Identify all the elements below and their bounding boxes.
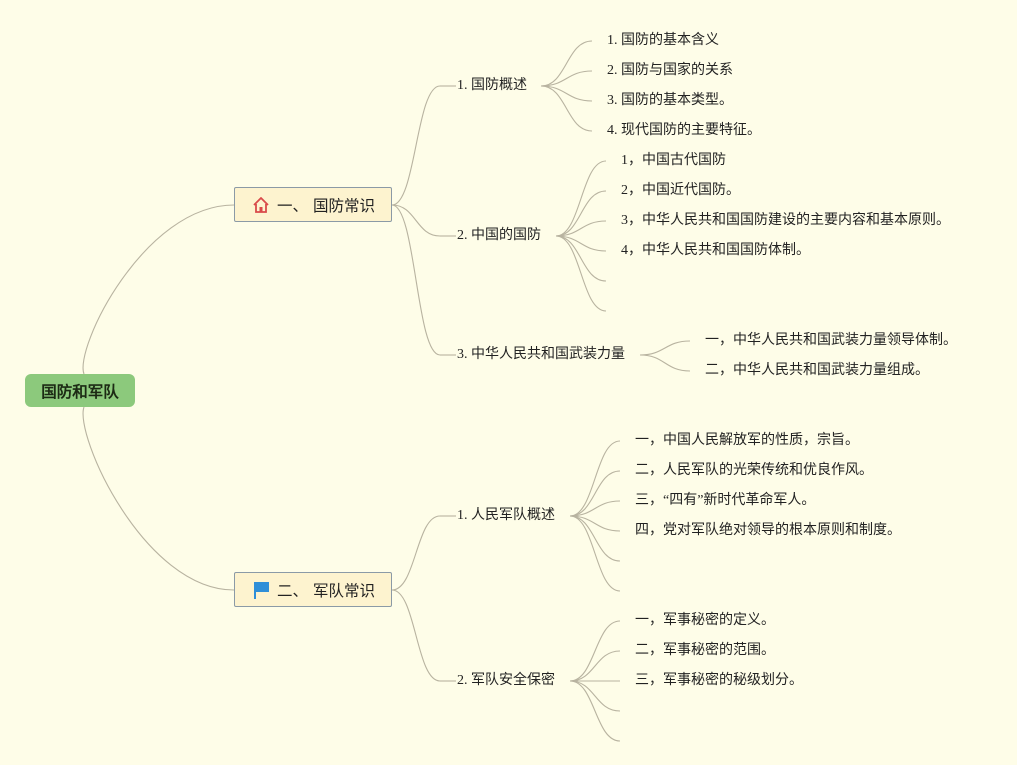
root-node[interactable]: 国防和军队: [25, 374, 135, 407]
leaf-item[interactable]: 二，中华人民共和国武装力量组成。: [705, 363, 929, 378]
connector-topic-leaf: [569, 650, 621, 682]
leaf-item[interactable]: 二，人民军队的光荣传统和优良作风。: [635, 463, 873, 478]
leaf-item[interactable]: 一，中华人民共和国武装力量领导体制。: [705, 333, 957, 348]
leaf-item[interactable]: 2，中国近代国防。: [621, 183, 740, 198]
branch-node-national-defense[interactable]: 一、 国防常识: [234, 187, 392, 222]
branch-label: 一、 国防常识: [277, 196, 375, 215]
connector-branch-topic: [391, 515, 441, 591]
home-icon: [251, 195, 271, 215]
leaf-item[interactable]: 4. 现代国防的主要特征。: [607, 123, 761, 138]
connector-topic-leaf: [569, 680, 621, 712]
leaf-item[interactable]: 一，中国人民解放军的性质，宗旨。: [635, 433, 859, 448]
topic-military-secrecy[interactable]: 2. 军队安全保密: [457, 673, 555, 688]
connector-topic-leaf: [555, 235, 607, 282]
connector-topic-leaf: [540, 85, 593, 132]
connector-topic-leaf: [569, 500, 621, 517]
topic-army-overview[interactable]: 1. 人民军队概述: [457, 508, 555, 523]
connector-topic-leaf: [639, 340, 691, 356]
connector-topic-leaf: [555, 235, 607, 312]
connector-topic-leaf: [569, 515, 621, 562]
leaf-item[interactable]: 三，军事秘密的秘级划分。: [635, 673, 803, 688]
branch-node-military[interactable]: 二、 军队常识: [234, 572, 392, 607]
connector-branch-topic: [391, 204, 441, 356]
connector-topic-leaf: [569, 620, 621, 682]
connector-topic-leaf: [569, 515, 621, 532]
connector-topic-leaf: [569, 470, 621, 517]
connector-topic-leaf: [540, 85, 593, 102]
connector-topic-leaf: [555, 235, 607, 252]
leaf-item[interactable]: 一，军事秘密的定义。: [635, 613, 775, 628]
leaf-item[interactable]: 四，党对军队绝对领导的根本原则和制度。: [635, 523, 901, 538]
leaf-item[interactable]: 4，中华人民共和国国防体制。: [621, 243, 810, 258]
leaf-item[interactable]: 二，军事秘密的范围。: [635, 643, 775, 658]
connector-topic-leaf: [555, 160, 607, 237]
connector-root-branch: [82, 204, 235, 375]
connector-topic-leaf: [555, 190, 607, 237]
leaf-item[interactable]: 3. 国防的基本类型。: [607, 93, 733, 108]
connector-branch-topic: [391, 204, 441, 237]
topic-armed-forces[interactable]: 3. 中华人民共和国武装力量: [457, 347, 625, 362]
leaf-item[interactable]: 1. 国防的基本含义: [607, 33, 719, 48]
flag-icon: [251, 580, 271, 600]
topic-defense-overview[interactable]: 1. 国防概述: [457, 78, 527, 93]
connector-topic-leaf: [569, 440, 621, 517]
topic-china-defense[interactable]: 2. 中国的国防: [457, 228, 541, 243]
leaf-item[interactable]: 3，中华人民共和国国防建设的主要内容和基本原则。: [621, 213, 950, 228]
connector-root-branch: [82, 406, 235, 591]
connector-topic-leaf: [639, 354, 691, 372]
connector-topic-leaf: [555, 220, 607, 237]
leaf-item[interactable]: 2. 国防与国家的关系: [607, 63, 733, 78]
connector-branch-topic: [391, 85, 441, 206]
connector-topic-leaf: [569, 680, 621, 742]
connector-topic-leaf: [569, 515, 621, 592]
leaf-item[interactable]: 1，中国古代国防: [621, 153, 726, 168]
connector-topic-leaf: [540, 40, 593, 87]
connector-topic-leaf: [540, 70, 593, 87]
branch-label: 二、 军队常识: [277, 581, 375, 600]
connector-branch-topic: [391, 589, 441, 682]
leaf-item[interactable]: 三，“四有”新时代革命军人。: [635, 493, 816, 508]
